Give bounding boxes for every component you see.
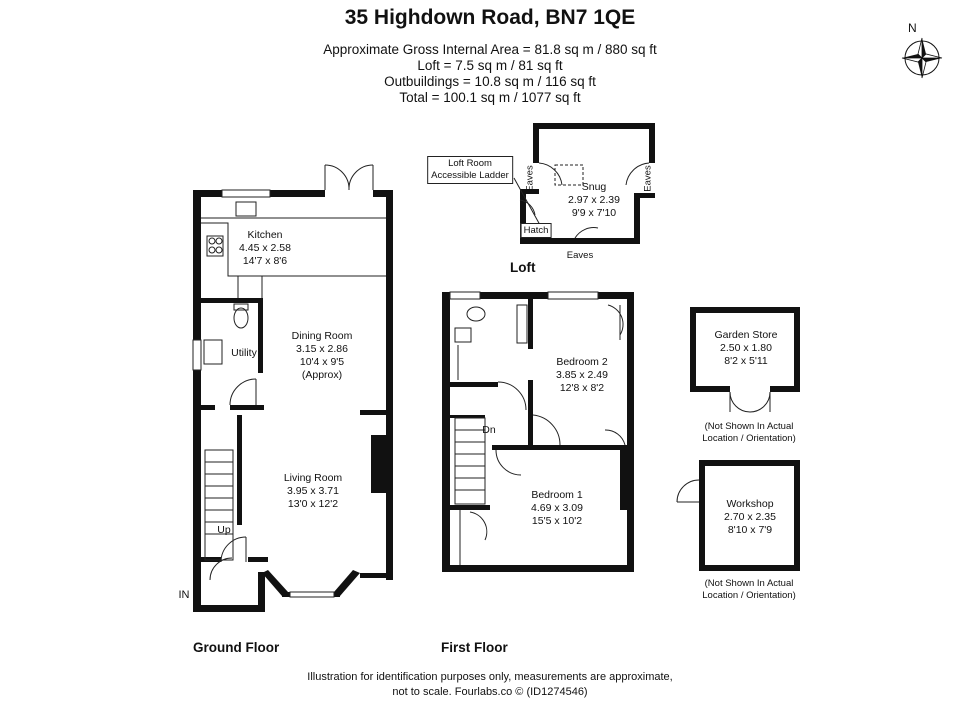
loft-label: Loft xyxy=(510,260,536,275)
loft-access-line2: Accessible Ladder xyxy=(431,170,509,181)
entrance-in-label: IN xyxy=(178,589,190,601)
outbuildings-area-line: Outbuildings = 10.8 sq m / 116 sq ft xyxy=(384,74,596,89)
bedroom2-room: Bedroom 2 3.85 x 2.49 12'8 x 8'2 xyxy=(556,356,608,395)
stairs-up-label: Up xyxy=(217,524,231,536)
living-room: Living Room 3.95 x 3.71 13'0 x 12'2 xyxy=(284,472,342,511)
workshop-note: (Not Shown In Actual Location / Orientat… xyxy=(702,578,795,602)
garden-store-note: (Not Shown In Actual Location / Orientat… xyxy=(702,421,795,445)
dining-room: Dining Room 3.15 x 2.86 10'4 x 9'5 (Appr… xyxy=(292,330,353,382)
workshop-metric: 2.70 x 2.35 xyxy=(724,511,776,523)
kitchen-room: Kitchen 4.45 x 2.58 14'7 x 8'6 xyxy=(239,229,291,268)
bedroom1-metric: 4.69 x 3.09 xyxy=(531,502,583,514)
page-title: 35 Highdown Road, BN7 1QE xyxy=(344,6,636,29)
garden-store-imperial: 8'2 x 5'11 xyxy=(724,355,768,367)
snug-imperial: 9'9 x 7'10 xyxy=(571,207,617,219)
eaves-label-left: Eaves xyxy=(524,165,536,192)
living-name: Living Room xyxy=(283,472,343,484)
eaves-label-bottom: Eaves xyxy=(566,250,594,261)
disclaimer-line1: Illustration for identification purposes… xyxy=(307,671,673,683)
dining-note: (Approx) xyxy=(301,369,343,381)
loft-access-line1: Loft Room xyxy=(448,158,492,169)
bedroom2-name: Bedroom 2 xyxy=(556,356,608,368)
eaves-label-right: Eaves xyxy=(642,165,654,192)
compass-rose-icon xyxy=(901,37,943,79)
disclaimer-line2: not to scale. Fourlabs.co © (ID1274546) xyxy=(392,686,588,698)
workshop-note-line1: (Not Shown In Actual xyxy=(704,578,794,589)
garden-store-note-line2: Location / Orientation) xyxy=(702,433,796,444)
loft-access-callout: Loft Room Accessible Ladder xyxy=(427,156,513,184)
loft-area-line: Loft = 7.5 sq m / 81 sq ft xyxy=(417,58,563,73)
dining-imperial: 10'4 x 9'5 xyxy=(299,356,345,368)
living-imperial: 13'0 x 12'2 xyxy=(287,498,339,510)
snug-room: Snug 2.97 x 2.39 9'9 x 7'10 xyxy=(568,181,620,220)
bedroom2-metric: 3.85 x 2.49 xyxy=(556,369,608,381)
dining-name: Dining Room xyxy=(291,330,353,342)
utility-label: Utility xyxy=(231,347,257,359)
kitchen-name: Kitchen xyxy=(247,229,283,241)
dining-metric: 3.15 x 2.86 xyxy=(296,343,348,355)
gross-area-line: Approximate Gross Internal Area = 81.8 s… xyxy=(323,42,657,57)
garden-store-name: Garden Store xyxy=(714,329,778,341)
workshop-room: Workshop 2.70 x 2.35 8'10 x 7'9 xyxy=(724,498,776,537)
living-metric: 3.95 x 3.71 xyxy=(287,485,339,497)
bedroom1-imperial: 15'5 x 10'2 xyxy=(531,515,583,527)
bedroom1-name: Bedroom 1 xyxy=(531,489,583,501)
first-floor-label: First Floor xyxy=(441,640,508,655)
snug-name: Snug xyxy=(581,181,607,193)
compass-north-label: N xyxy=(908,21,917,35)
workshop-imperial: 8'10 x 7'9 xyxy=(727,524,773,536)
total-area-line: Total = 100.1 sq m / 1077 sq ft xyxy=(399,90,581,105)
garden-store-note-line1: (Not Shown In Actual xyxy=(704,421,794,432)
stairs-down-label: Dn xyxy=(482,424,496,436)
kitchen-metric: 4.45 x 2.58 xyxy=(239,242,291,254)
hatch-label: Hatch xyxy=(520,223,552,238)
disclaimer-footer: Illustration for identification purposes… xyxy=(0,670,980,700)
kitchen-imperial: 14'7 x 8'6 xyxy=(242,255,288,267)
garden-store-room: Garden Store 2.50 x 1.80 8'2 x 5'11 xyxy=(714,329,777,368)
bedroom1-room: Bedroom 1 4.69 x 3.09 15'5 x 10'2 xyxy=(531,489,583,528)
ground-floor-label: Ground Floor xyxy=(193,640,280,655)
bedroom2-imperial: 12'8 x 8'2 xyxy=(559,382,605,394)
garden-store-metric: 2.50 x 1.80 xyxy=(720,342,772,354)
workshop-name: Workshop xyxy=(726,498,774,510)
fixtures xyxy=(192,162,771,598)
snug-metric: 2.97 x 2.39 xyxy=(568,194,620,206)
walls xyxy=(193,123,800,612)
workshop-note-line2: Location / Orientation) xyxy=(702,590,796,601)
